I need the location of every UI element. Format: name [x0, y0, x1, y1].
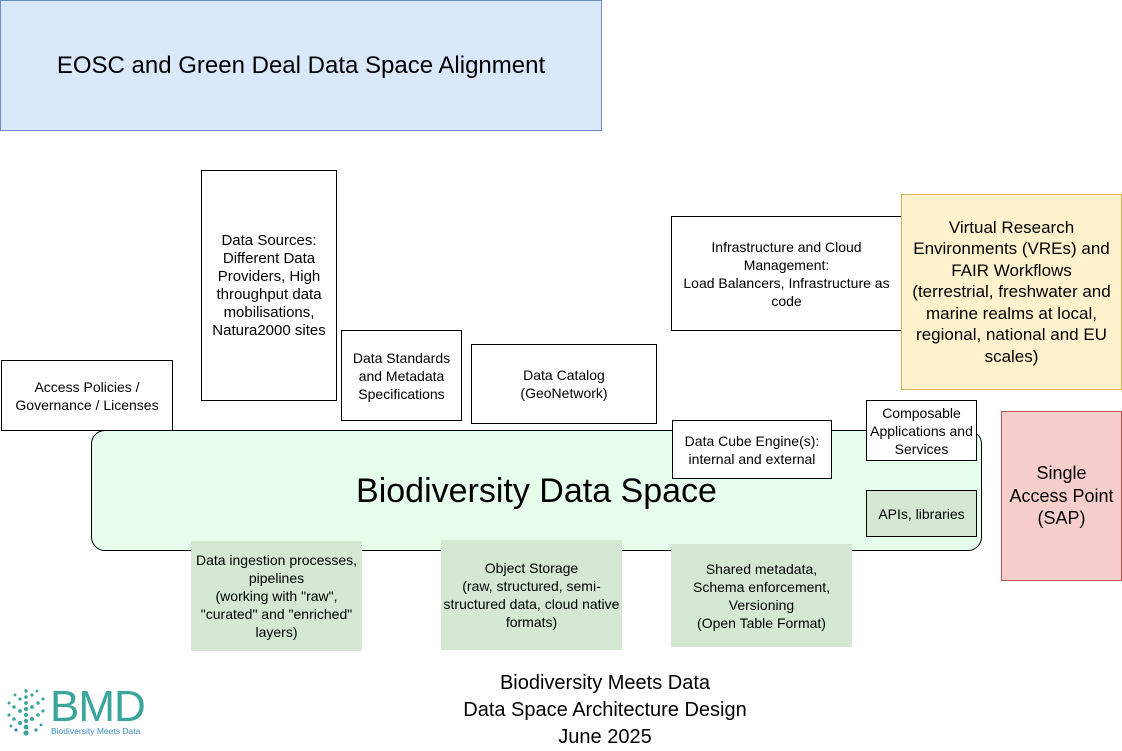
vre-box: Virtual Research Environments (VREs) and… [901, 194, 1122, 390]
apis-box: APIs, libraries [866, 490, 977, 537]
vre-label: Virtual Research Environments (VREs) and… [912, 217, 1111, 366]
logo-wordmark: BMD [50, 682, 146, 731]
biodiversity-data-space-box: Biodiversity Data Space [91, 430, 982, 551]
data-ingestion-label: Data ingestion processes, pipelines (wor… [195, 552, 358, 640]
single-access-point-box: Single Access Point (SAP) [1001, 411, 1122, 581]
apis-label: APIs, libraries [878, 505, 965, 522]
data-standards-box: Data Standards and Metadata Specificatio… [341, 330, 462, 421]
biodiversity-data-space-label: Biodiversity Data Space [356, 471, 717, 510]
data-sources-box: Data Sources: Different Data Providers, … [201, 170, 337, 401]
access-policies-box: Access Policies / Governance / Licenses [1, 360, 173, 431]
data-catalog-label: Data Catalog (GeoNetwork) [520, 367, 608, 401]
tree-dots-icon [7, 689, 45, 736]
infrastructure-box: Infrastructure and Cloud Management: Loa… [671, 216, 902, 331]
data-cube-box: Data Cube Engine(s): internal and extern… [672, 420, 832, 479]
object-storage-box: Object Storage (raw, structured, semi-st… [441, 540, 622, 650]
infrastructure-label: Infrastructure and Cloud Management: Loa… [683, 238, 890, 309]
data-catalog-box: Data Catalog (GeoNetwork) [471, 344, 657, 424]
eosc-alignment-label: EOSC and Green Deal Data Space Alignment [56, 51, 546, 79]
composable-apps-box: Composable Applications and Services [866, 400, 977, 461]
logo-subtitle: Biodiversity Meets Data [51, 726, 141, 736]
shared-metadata-box: Shared metadata, Schema enforcement, Ver… [671, 544, 852, 647]
shared-metadata-label: Shared metadata, Schema enforcement, Ver… [693, 560, 830, 631]
bmd-logo: BMD Biodiversity Meets Data [4, 684, 164, 740]
data-ingestion-box: Data ingestion processes, pipelines (wor… [191, 541, 362, 651]
object-storage-label: Object Storage (raw, structured, semi-st… [443, 560, 620, 630]
data-sources-label: Data Sources: Different Data Providers, … [212, 231, 326, 339]
single-access-point-label: Single Access Point (SAP) [1009, 463, 1114, 529]
composable-apps-label: Composable Applications and Services [870, 404, 973, 457]
footer-caption: Biodiversity Meets Data Data Space Archi… [463, 672, 747, 748]
data-cube-label: Data Cube Engine(s): internal and extern… [684, 432, 820, 467]
eosc-alignment-box: EOSC and Green Deal Data Space Alignment [0, 0, 602, 131]
data-standards-label: Data Standards and Metadata Specificatio… [352, 349, 451, 402]
access-policies-label: Access Policies / Governance / Licenses [15, 378, 159, 413]
